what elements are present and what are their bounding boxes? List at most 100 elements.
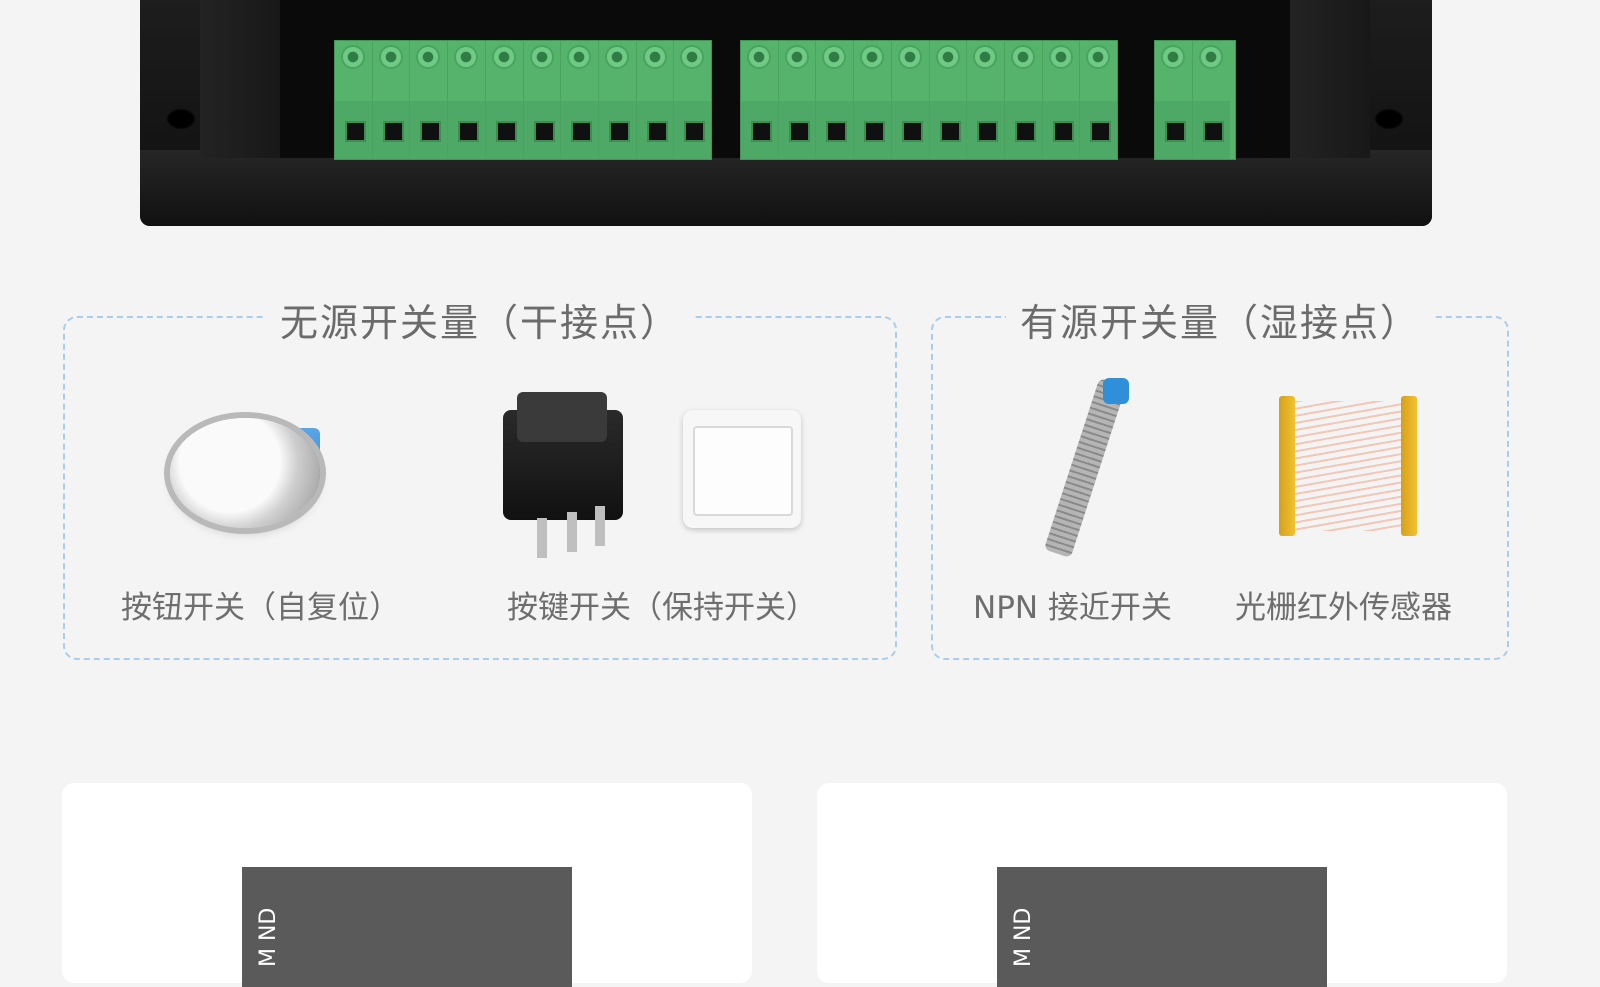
terminal-cell (741, 41, 779, 159)
terminal-port-icon (939, 121, 961, 142)
device-right-post (1290, 0, 1370, 158)
terminal-cell (816, 41, 855, 159)
terminal-port-icon (1052, 121, 1074, 142)
terminal-block-3 (1154, 40, 1236, 160)
terminal-cell (410, 41, 449, 159)
terminal-cell (1004, 41, 1043, 159)
terminal-screw-icon (418, 47, 439, 67)
infrared-beams (1293, 401, 1413, 531)
terminal-screw-icon (343, 47, 363, 67)
proximity-sensor-label: NPN 接近开关 (973, 590, 1172, 626)
passive-group-title: 无源开关量（干接点） (265, 292, 695, 347)
terminal-port-icon (864, 121, 886, 142)
active-group-title: 有源开关量（湿接点） (1005, 292, 1435, 347)
key-switch-label: 按键开关（保持开关） (507, 590, 817, 626)
terminal-screw-icon (749, 47, 769, 67)
terminal-cell (335, 41, 373, 159)
terminal-cell (598, 41, 637, 159)
wiring-diagram-right: M ND (997, 867, 1327, 987)
terminal-port-icon (1014, 121, 1036, 142)
terminal-cell (372, 41, 411, 159)
terminal-cell (929, 41, 968, 159)
terminal-port-icon (608, 121, 630, 142)
terminal-screw-icon (824, 47, 845, 67)
terminal-port-icon (684, 121, 706, 142)
terminal-screw-icon (862, 47, 883, 67)
terminal-screw-icon (569, 47, 590, 67)
terminal-port-icon (458, 121, 480, 142)
terminal-cell (674, 41, 712, 159)
terminal-port-icon (977, 121, 999, 142)
proximity-sensor-cap (1103, 378, 1129, 404)
terminal-port-icon (495, 121, 517, 142)
push-button-label: 按钮开关（自复位） (121, 590, 400, 626)
terminal-screw-icon (1050, 47, 1071, 67)
push-button-icon (170, 418, 320, 528)
passive-switch-group: 无源开关量（干接点） 按钮开关（自复位） 按键开关（保持开关） (63, 292, 897, 660)
terminal-screw-icon (1088, 47, 1109, 67)
terminal-cell (1193, 41, 1230, 159)
terminal-port-icon (826, 121, 848, 142)
rocker-pin (567, 512, 577, 552)
wall-switch-key (693, 426, 793, 516)
terminal-port-icon (533, 121, 555, 142)
terminal-screw-icon (682, 47, 703, 67)
terminal-cell (636, 41, 675, 159)
terminal-cell (1155, 41, 1193, 159)
mounting-hole-right (1374, 108, 1404, 130)
light-curtain-left-bar-icon (1279, 396, 1295, 536)
wall-switch-icon (683, 410, 801, 528)
terminal-screw-icon (899, 47, 920, 67)
terminal-port-icon (1203, 121, 1224, 142)
device-left-post (200, 0, 280, 158)
terminal-cell (778, 41, 817, 159)
wiring-card-left: M ND (62, 783, 752, 987)
terminal-cell (485, 41, 524, 159)
terminal-cell (891, 41, 930, 159)
terminal-block-2 (740, 40, 1118, 160)
device-base-plate (140, 150, 1432, 226)
light-curtain-right-bar-icon (1401, 396, 1417, 536)
wiring-card-right: M ND (817, 783, 1507, 987)
rocker-switch-top (517, 392, 607, 442)
key-switch-image (497, 388, 817, 568)
mounting-hole-left (166, 108, 196, 130)
terminal-screw-icon (380, 47, 401, 67)
terminal-port-icon (420, 121, 442, 142)
terminal-screw-icon (937, 47, 958, 67)
light-curtain-image (1279, 396, 1419, 546)
terminal-port-icon (751, 121, 772, 142)
proximity-sensor-image (1023, 378, 1143, 558)
terminal-port-icon (788, 121, 810, 142)
terminal-cell (1080, 41, 1118, 159)
terminal-screw-icon (1201, 47, 1221, 67)
controller-device-image (140, 0, 1432, 232)
terminal-port-icon (646, 121, 668, 142)
terminal-screw-icon (493, 47, 514, 67)
terminal-screw-icon (1163, 47, 1183, 67)
terminal-cell (1042, 41, 1081, 159)
terminal-screw-icon (531, 47, 552, 67)
diagram-label: M ND (256, 907, 281, 967)
rocker-pin (595, 506, 605, 546)
diagram-label: M ND (1011, 907, 1036, 967)
proximity-sensor-icon (1043, 378, 1127, 558)
terminal-cell (448, 41, 486, 159)
terminal-cell (854, 41, 892, 159)
terminal-port-icon (571, 121, 593, 142)
terminal-port-icon (1165, 121, 1186, 142)
rocker-pin (537, 518, 547, 558)
terminal-port-icon (345, 121, 366, 142)
active-switch-group: 有源开关量（湿接点） NPN 接近开关 光栅红外传感器 (931, 292, 1509, 660)
terminal-port-icon (901, 121, 923, 142)
terminal-screw-icon (975, 47, 996, 67)
terminal-cell (967, 41, 1005, 159)
terminal-screw-icon (606, 47, 627, 67)
terminal-screw-icon (1012, 47, 1033, 67)
light-curtain-label: 光栅红外传感器 (1235, 590, 1452, 626)
terminal-screw-icon (786, 47, 807, 67)
terminal-port-icon (1090, 121, 1112, 142)
push-button-switch-image (155, 388, 355, 558)
terminal-screw-icon (644, 47, 665, 67)
terminal-cell (523, 41, 562, 159)
